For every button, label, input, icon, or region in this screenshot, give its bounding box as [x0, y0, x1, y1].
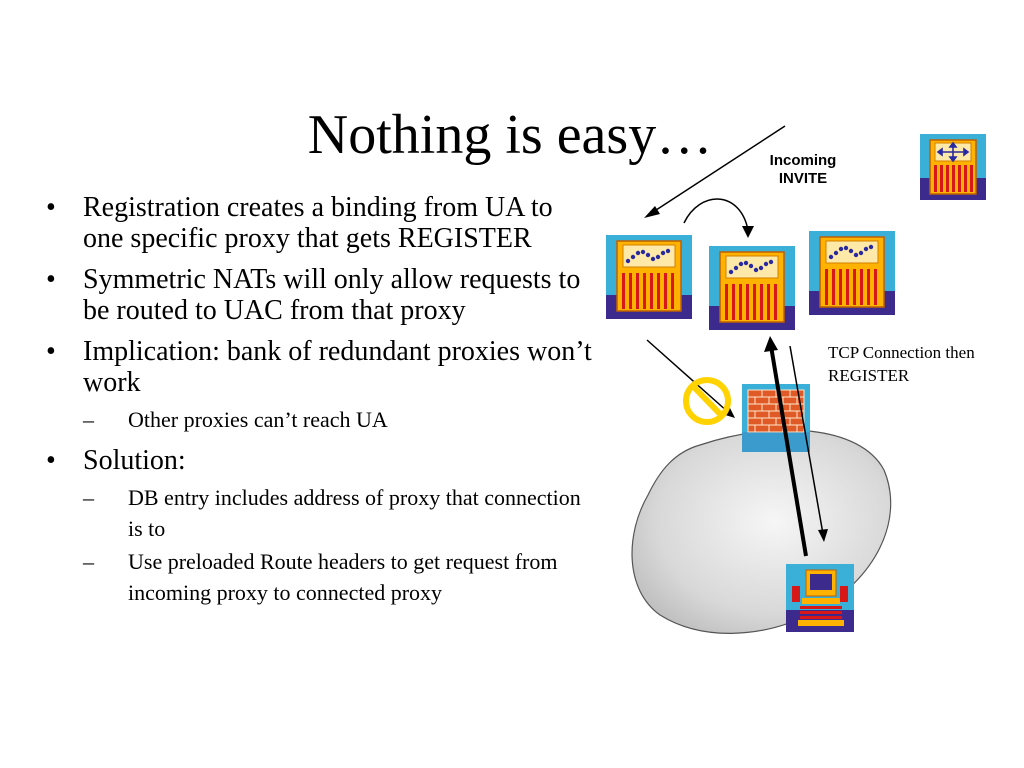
no-entry-icon: [683, 377, 731, 425]
sub-bullet-mark: –: [83, 549, 94, 574]
bullet-text: Symmetric NATs will only allow requests …: [83, 264, 581, 326]
sub-bullet-mark: –: [83, 407, 94, 432]
proxy-server-icon: [808, 230, 896, 316]
sub-bullet-item: – Use preloaded Route headers to get req…: [83, 546, 600, 608]
bullet-mark: •: [46, 445, 56, 476]
bullet-text: Registration creates a binding from UA t…: [83, 192, 553, 254]
bullet-item: • Solution: – DB entry includes address …: [40, 445, 600, 608]
bullet-mark: •: [46, 264, 56, 295]
bullet-text: Implication: bank of redundant proxies w…: [83, 336, 592, 398]
bullet-text: Solution:: [83, 445, 186, 476]
bullet-item: • Symmetric NATs will only allow request…: [40, 264, 600, 326]
blocked-request-arrow: [646, 339, 729, 413]
register-line: [789, 345, 824, 535]
incoming-invite-arrow: [649, 125, 786, 215]
bullet-mark: •: [46, 192, 56, 223]
proxy-server-icon: [605, 234, 693, 320]
sub-bullet-text: Use preloaded Route headers to get reque…: [128, 549, 558, 605]
sub-bullet-text: Other proxies can’t reach UA: [128, 407, 388, 432]
bullet-mark: •: [46, 336, 56, 367]
sub-bullet-item: – DB entry includes address of proxy tha…: [83, 482, 600, 544]
proxy-server-icon: [708, 245, 796, 331]
bullet-item: • Registration creates a binding from UA…: [40, 192, 600, 254]
sub-bullet-list: – DB entry includes address of proxy tha…: [83, 482, 600, 608]
router-icon: [920, 134, 986, 200]
bullet-item: • Implication: bank of redundant proxies…: [40, 336, 600, 435]
forward-arrow: [683, 198, 749, 231]
sub-bullet-text: DB entry includes address of proxy that …: [128, 485, 581, 541]
sub-bullet-item: – Other proxies can’t reach UA: [83, 404, 600, 435]
incoming-invite-label: Incoming INVITE: [769, 152, 837, 187]
bullet-list: • Registration creates a binding from UA…: [40, 192, 600, 618]
tcp-connection-line: [769, 345, 808, 557]
sub-bullet-mark: –: [83, 485, 94, 510]
sub-bullet-list: – Other proxies can’t reach UA: [83, 404, 600, 435]
firewall-icon: [742, 384, 810, 452]
tcp-connection-label: TCP Connection then REGISTER: [828, 343, 975, 385]
slide-title: Nothing is easy…: [307, 104, 713, 166]
user-agent-computer-icon: [786, 564, 854, 632]
